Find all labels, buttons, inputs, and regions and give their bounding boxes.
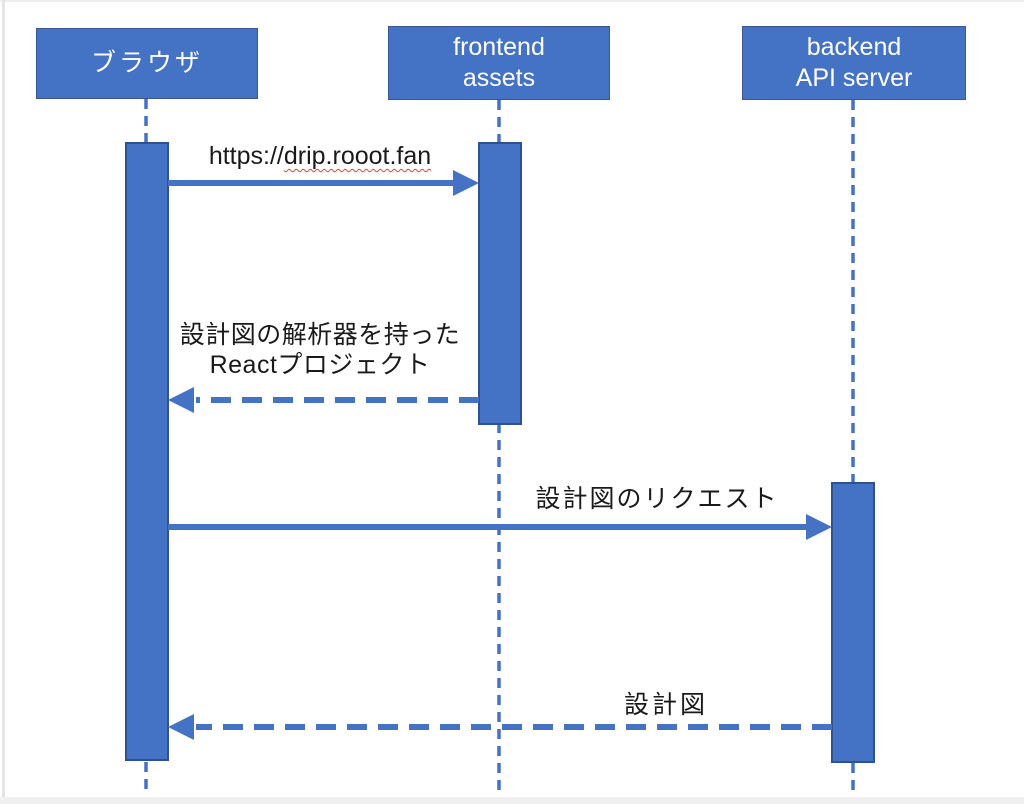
actor-label-backend-line2: API server: [795, 64, 913, 92]
actor-label-browser: ブラウザ: [90, 49, 203, 77]
actor-label-backend-line1: backend: [806, 33, 902, 61]
actor-label-frontend-line2: assets: [462, 64, 536, 92]
message-label-url[interactable]: https://drip.rooot.fan: [160, 141, 480, 171]
url-spellchecked-text: drip.rooot.fan: [283, 142, 432, 170]
activation-bar-backend-api-server[interactable]: [831, 482, 875, 763]
activation-bar-frontend-assets[interactable]: [478, 142, 522, 425]
window-edge-top: [0, 0, 1024, 2]
message-label-react-project-line2: Reactプロジェクト: [209, 351, 431, 379]
actor-label-frontend-line1: frontend: [453, 33, 545, 61]
message-label-react-project-line1: 設計図の解析器を持った: [179, 321, 461, 349]
window-edge-left: [2, 0, 5, 804]
message-label-blueprint-request[interactable]: 設計図のリクエスト: [535, 485, 779, 513]
url-prefix-text: https://: [208, 142, 284, 170]
message-arrow-backend-to-browser[interactable]: [168, 714, 832, 740]
window-edge-bottom: [0, 797, 1024, 804]
activation-bar-browser[interactable]: [125, 142, 169, 761]
message-arrow-frontend-to-browser[interactable]: [168, 387, 479, 413]
message-label-blueprint[interactable]: 設計図: [623, 691, 708, 719]
actor-box-frontend-assets[interactable]: frontend assets: [388, 26, 610, 100]
message-arrow-browser-to-backend[interactable]: [168, 514, 832, 540]
actor-box-browser[interactable]: ブラウザ: [36, 28, 258, 99]
actor-box-backend-api-server[interactable]: backend API server: [742, 26, 966, 100]
message-arrow-browser-to-frontend[interactable]: [168, 170, 479, 196]
message-label-react-project[interactable]: 設計図の解析器を持った Reactプロジェクト: [160, 320, 480, 380]
